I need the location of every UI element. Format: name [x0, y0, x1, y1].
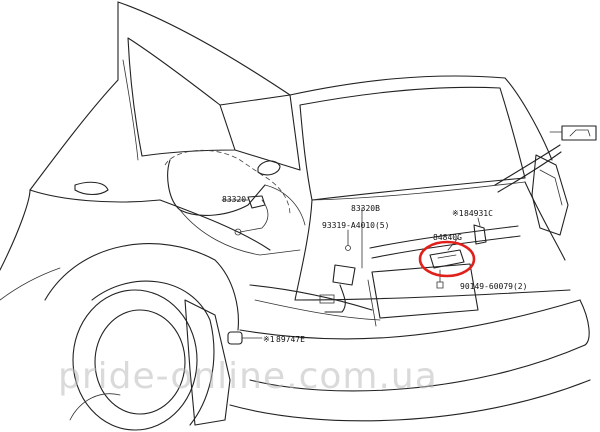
- marker-89747e: ※1: [263, 335, 275, 344]
- part-label-90149: 90149-60079(2): [460, 282, 527, 291]
- part-label-84931c: 84931C: [464, 209, 493, 218]
- part-label-89747e: 89747E: [276, 335, 305, 344]
- bracket-84931c: [473, 217, 487, 245]
- orientation-icon: [561, 125, 597, 141]
- fuel-tank: [164, 149, 306, 256]
- part-label-93319: 93319-A4010(5): [322, 221, 389, 230]
- lamp-switch-84840g: [429, 237, 465, 289]
- part-label-83320: 83320: [222, 195, 246, 204]
- watermark: pride-online.com.ua: [58, 356, 438, 397]
- part-label-84840g: 84840G: [433, 233, 462, 242]
- part-label-83320b: 83320B: [351, 204, 380, 213]
- sensor-assembly-83320b: [319, 207, 363, 313]
- highlight-circle: [418, 240, 476, 278]
- sensor-assembly-83320: [221, 195, 269, 236]
- connector-89747e: [227, 331, 263, 345]
- marker-84931c: ※1: [452, 209, 464, 218]
